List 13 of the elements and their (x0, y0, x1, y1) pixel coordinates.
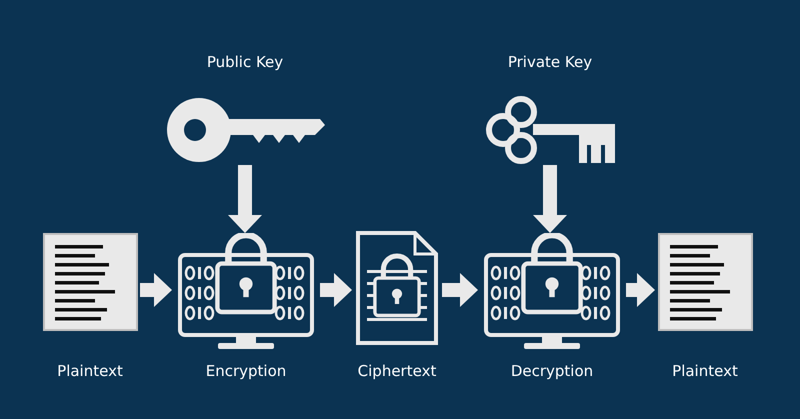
node-label: Private Key (508, 52, 592, 72)
arrow (626, 273, 655, 307)
arrow (140, 273, 172, 307)
arrow (533, 165, 567, 233)
node-label: Public Key (206, 52, 284, 72)
node-label: Ciphertext (358, 361, 436, 381)
node-label: Plaintext (672, 361, 738, 381)
arrow (320, 273, 352, 307)
node-label: Decryption (510, 361, 594, 381)
arrow (228, 165, 262, 233)
node-label: Plaintext (57, 361, 123, 381)
node-label: Encryption (206, 361, 286, 381)
arrow (442, 273, 478, 307)
